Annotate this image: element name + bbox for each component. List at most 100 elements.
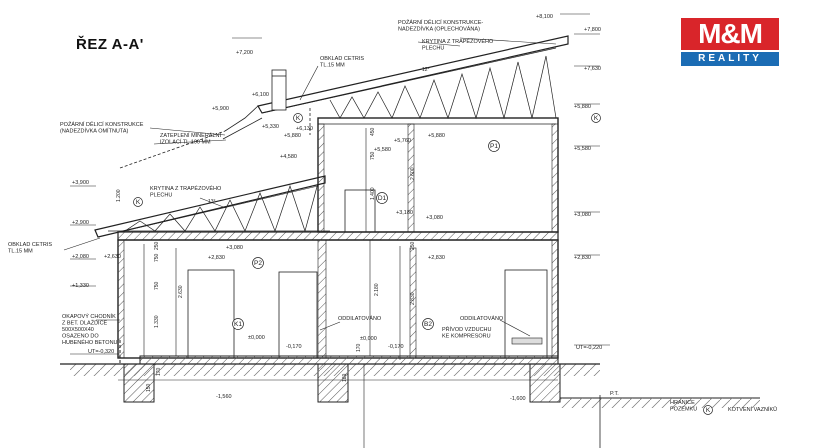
level-8100: +8,100 (536, 14, 553, 20)
anchor-mark-legend-label: K (706, 407, 711, 414)
anchor-mark-legend (703, 405, 713, 415)
level-1560: -1,560 (216, 394, 232, 400)
dim-2830: 2.830 (410, 292, 416, 305)
level-5900: +5,900 (212, 106, 229, 112)
dim-1330: 1.330 (154, 315, 160, 328)
level-2080: +2,080 (72, 254, 89, 260)
anchor-mark-top (293, 113, 303, 123)
level-5760: +5,760 (394, 138, 411, 144)
room-d1-label: D1 (378, 195, 387, 202)
level-3900: +3,900 (72, 180, 89, 186)
dim-750-left: 750 (154, 253, 160, 262)
anchor-mark-right-label: K (594, 115, 599, 122)
annotation-layer: +8,100 +7,800 +7,630 +7,200 +6,100 +6,130 +5,9… (8, 14, 777, 415)
brand-logo: M&M REALITY (681, 18, 779, 66)
level-5580-right: +5,580 (574, 146, 591, 152)
dim-750-lower: 750 (154, 281, 160, 290)
room-d1 (376, 192, 388, 204)
ground-floor-slab (139, 337, 559, 365)
anchor-mark-right (591, 113, 601, 123)
level-0-left: ±0,000 (248, 335, 265, 341)
level-ut-220: UT=-0,220 (576, 345, 602, 351)
ground-storey (117, 239, 559, 359)
level-5880-right: +5,880 (574, 104, 591, 110)
room-b2 (422, 318, 434, 330)
level-2830-left: +2,830 (208, 255, 225, 261)
drawing-title: ŘEZ A-A' (76, 36, 144, 53)
dim-450: 450 (370, 127, 376, 136)
lower-roof (94, 175, 326, 238)
lower-truss (108, 182, 330, 233)
level-1600: -1,600 (510, 396, 526, 402)
dim-1200: 1.200 (116, 189, 122, 202)
room-k1-label: K1 (234, 321, 242, 328)
level-2830-right: +2,830 (574, 255, 591, 261)
level-3080-left: +3,080 (226, 245, 243, 251)
room-p1 (488, 140, 500, 152)
level-5880-inner: +5,880 (428, 133, 445, 139)
level-7200: +7,200 (236, 50, 253, 56)
logo-main: M&M (681, 18, 779, 50)
level-6100: +6,100 (252, 92, 269, 98)
level-2630: +2,630 (104, 254, 121, 260)
floor-slab (117, 231, 559, 241)
legend-anchor-label: KOTVENÍ VAZNÍKŮ (728, 406, 777, 413)
room-b2-label: B2 (424, 321, 432, 328)
note-fire-wall-left: POŽÁRNÍ DĚLICÍ KONSTRUKCE(NADEZDÍVKA OMÍ… (60, 120, 144, 135)
dim-1400: 1.400 (370, 187, 376, 200)
level-6130: +6,130 (296, 126, 313, 132)
level-7630: +7,630 (584, 66, 601, 72)
fire-walls (119, 105, 311, 169)
dim-250-mid: 250 (410, 241, 416, 250)
level-ut-320: UT=-0,320 (88, 349, 114, 355)
room-p2-label: P2 (254, 260, 262, 267)
level-2900: +2,900 (72, 220, 89, 226)
leader-lines (63, 37, 557, 337)
level-5880-mid: +5,880 (284, 133, 301, 139)
note-fire-wall-top: POŽÁRNÍ DĚLICÍ KONSTRUKCE-NADEZDÍVKA (OP… (398, 18, 483, 33)
level-3080-right: +3,080 (574, 212, 591, 218)
roof-slope-upper: 12° (422, 67, 430, 73)
anchor-mark-left-label: K (136, 199, 141, 206)
level-3080-mid: +3,080 (426, 215, 443, 221)
room-p1-label: P1 (490, 143, 498, 150)
level-1330: +1,330 (72, 283, 89, 289)
anchor-mark-top-label: K (296, 115, 301, 122)
dim-2630: 2.630 (178, 285, 184, 298)
level-7800: +7,800 (584, 27, 601, 33)
dim-170-mid: 170 (356, 343, 362, 352)
level-170-left: -0,170 (286, 344, 302, 350)
chimney (271, 69, 287, 111)
anchor-mark-left (133, 197, 143, 207)
dim-2180: 2.180 (374, 283, 380, 296)
dim-170-left: 170 (156, 367, 162, 376)
note-separation-1: ODDILATOVÁNO (338, 315, 382, 322)
dim-250-left: 250 (154, 241, 160, 250)
dim-180: 180 (342, 373, 348, 382)
level-170-mid: -0,170 (388, 344, 404, 350)
note-terrain: P.T. (610, 391, 619, 397)
level-5330: +5,330 (262, 124, 279, 130)
level-0-mid: ±0,000 (360, 336, 377, 342)
terrain (60, 340, 760, 448)
note-separation-2: ODDILATOVÁNO (460, 315, 504, 322)
upper-roof (257, 35, 569, 114)
doors (187, 189, 548, 359)
level-4580: +4,580 (280, 154, 297, 160)
dim-2600: 2.600 (410, 167, 416, 180)
room-k1 (232, 318, 244, 330)
logo-sub: REALITY (681, 52, 779, 66)
level-5580-mid: +5,580 (374, 147, 391, 153)
dim-150: 150 (146, 383, 152, 392)
room-p2 (252, 257, 264, 269)
level-3180: +3,180 (396, 210, 413, 216)
dim-750: 750 (370, 151, 376, 160)
